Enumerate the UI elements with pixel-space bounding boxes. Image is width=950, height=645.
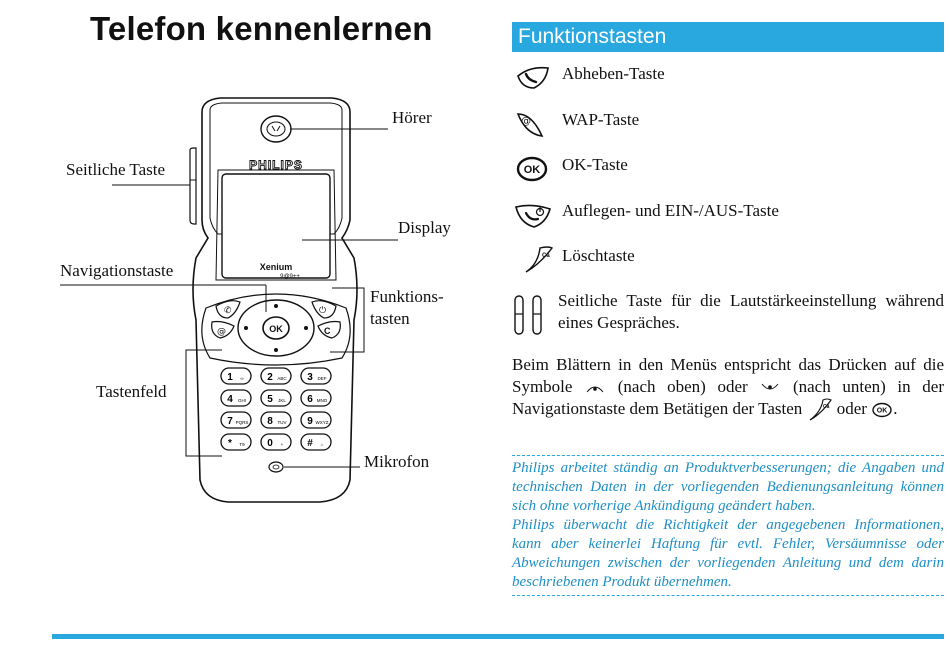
callout-hoerer: Hörer [392,108,432,127]
function-key-label: Abheben-Taste [562,64,665,83]
keypad-key-digit: 6 [307,394,313,405]
function-key-row-ok: OK OK-Taste [512,151,944,185]
disclaimer-paragraph-1: Philips arbeitet ständig an Produktverbe… [512,460,944,514]
keypad-key-letters: ⌂ [321,442,324,447]
svg-text:C: C [324,326,331,336]
keypad-key-letters: T9 [239,442,245,447]
callout-seitliche-taste: Seitliche Taste [66,160,166,179]
clear-key-icon: Cä [525,246,554,273]
svg-text:⏻: ⏻ [319,305,326,316]
svg-text:OK: OK [269,324,283,334]
svg-text:✆: ✆ [224,306,232,316]
ok-key-icon: OK [872,402,892,418]
keypad-key-letters: DEF [318,376,327,381]
keypad-key-letters: + [281,442,284,447]
function-key-row-clear: Cä Löschtaste [512,242,944,276]
keypad-key-letters: ABC [277,376,287,381]
keypad-key-#: #⌂ [300,433,332,451]
function-key-row-hangup: Auflegen- und EIN-/AUS-Taste [512,197,944,231]
callout-tastenfeld: Tastenfeld [96,382,167,401]
hangup-power-key-icon [515,204,551,228]
nav-down-icon [761,383,779,390]
keypad-key-letters: ∞ [240,376,243,381]
keypad-key-digit: 5 [267,394,273,405]
nav-up-icon [586,386,604,393]
callout-display: Display [398,218,451,237]
section-header: Funktionstasten [512,22,944,52]
keypad-key-digit: 9 [307,416,313,427]
disclaimer-paragraph-2: Philips überwacht die Richtigkeit der an… [512,517,944,590]
keypad-key-digit: 3 [307,372,313,383]
bottom-rule [52,634,944,639]
keypad-key-digit: 4 [227,394,233,405]
display-screen [221,173,331,279]
keypad-key-digit: 2 [267,372,273,383]
callout-funktionstasten-2: tasten [370,309,410,328]
keypad-key-digit: # [307,438,313,449]
keypad-key-0: 0+ [260,433,292,451]
brand-logo: PHILIPS [249,158,303,172]
wap-key-icon: @ [516,113,544,137]
navigation-paragraph: Beim Blättern in den Menüs entspricht da… [512,354,944,422]
function-key-row-wap: @ WAP-Taste [512,106,944,140]
keypad-key-digit: * [228,438,232,449]
ok-key [262,316,290,340]
disclaimer-note: Philips arbeitet ständig an Produktverbe… [512,455,944,596]
svg-text:9@9++: 9@9++ [280,274,300,280]
keypad-key-4: 4 GHI [220,389,252,407]
keypad-key-letters: MNO [317,398,328,403]
function-key-label: Auflegen- und EIN-/AUS-Taste [562,201,779,220]
keypad-key-letters: GHI [238,398,246,403]
keypad-key-digit: 7 [227,416,233,427]
call-key [215,300,241,319]
call-key-icon [517,66,549,89]
svg-text:@: @ [217,327,226,337]
keypad-key-6: 6 MNO [300,389,332,407]
keypad-key-3: 3 DEF [300,367,332,385]
svg-text:OK: OK [524,164,541,176]
callout-navigationstaste: Navigationstaste [60,261,174,280]
keypad-key-digit: 1 [227,372,233,383]
callout-mikrofon: Mikrofon [364,452,430,471]
page-title: Telefon kennenlernen [90,10,433,47]
ok-key-icon: OK [516,156,548,182]
keypad-key-letters: WXYZ [316,420,329,425]
function-key-row-call: Abheben-Taste [512,60,944,94]
keypad-key-1: 1∞ [220,367,252,385]
wap-key [211,320,235,339]
function-key-label: OK-Taste [562,155,628,174]
keypad-key-letters: TUV [278,420,287,425]
keypad-key-*: * T9 [220,433,252,451]
keypad-key-2: 2 ABC [260,367,292,385]
keypad-key-letters: JKL [278,398,286,403]
clear-key-icon: Cä [809,398,832,421]
svg-text:@: @ [521,116,531,127]
side-key-label: Seitliche Taste für die Lautstärkeeinste… [558,291,944,332]
side-key [189,147,197,225]
keypad-key-5: 5 JKL [260,389,292,407]
svg-text:OK: OK [877,408,888,415]
keypad-key-digit: 8 [267,416,273,427]
keypad-key-letters: PQRS [236,420,249,425]
model-logo: Xenium [260,262,293,272]
side-volume-key-icon [514,295,542,335]
svg-text:Cä: Cä [823,404,830,410]
keypad-key-8: 8 TUV [260,411,292,429]
function-key-label: WAP-Taste [562,110,640,129]
clear-key [317,320,341,339]
keypad-key-digit: 0 [267,438,273,449]
hangup-key [311,300,337,319]
function-key-label: Löschtaste [562,246,635,265]
svg-text:Cä: Cä [542,253,550,259]
callout-funktionstasten-1: Funktions- [370,287,444,306]
